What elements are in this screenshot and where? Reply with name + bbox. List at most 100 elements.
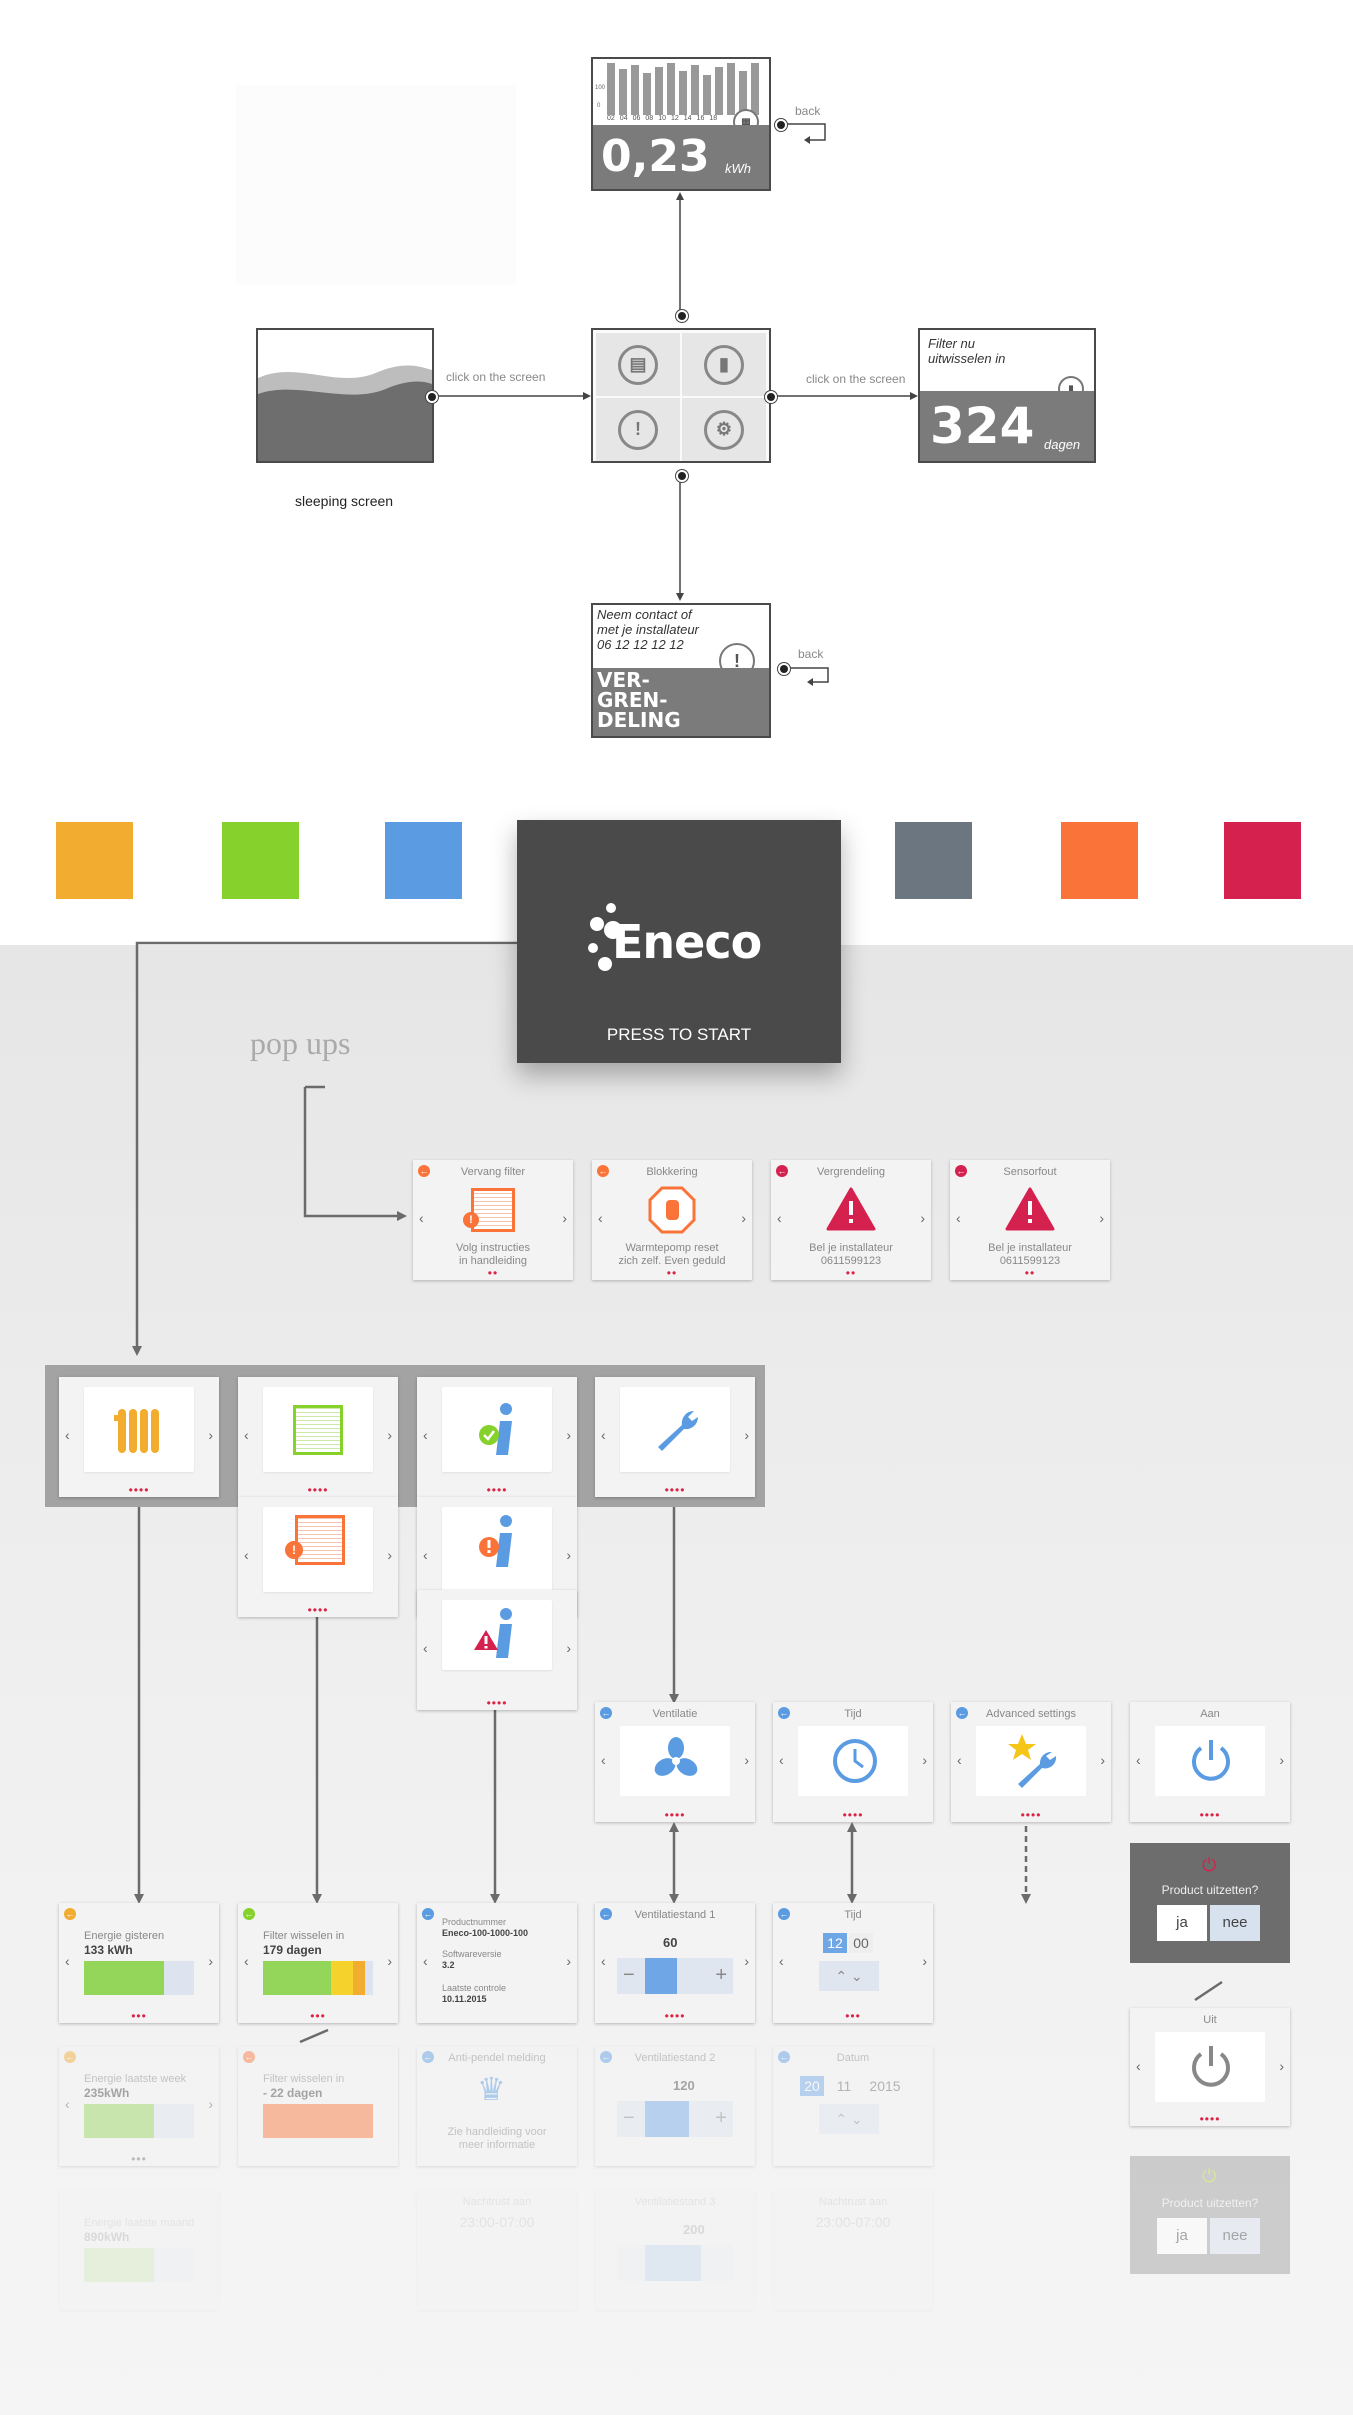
sleeping-screen[interactable]	[256, 328, 434, 463]
minus-icon[interactable]: −	[623, 1964, 635, 1986]
back-icon[interactable]: ←	[776, 1165, 788, 1177]
chevron-right-icon[interactable]: ›	[562, 1210, 567, 1226]
chevron-left-icon[interactable]: ‹	[601, 1427, 606, 1443]
vent-stepper[interactable]: − +	[617, 2101, 733, 2137]
back-icon[interactable]: ←	[778, 1707, 790, 1719]
chevron-left-icon[interactable]: ‹	[601, 1953, 606, 1969]
menu-card-filter[interactable]: ‹› ••••	[238, 1377, 398, 1497]
settings-card-ventilatie[interactable]: ← Ventilatie ‹› ••••	[595, 1702, 755, 1822]
chevron-right-icon[interactable]: ›	[566, 1640, 571, 1656]
detail-energie-week[interactable]: ← ‹› Energie laatste week 235kWh •••	[59, 2046, 219, 2166]
menu-card-settings[interactable]: ‹› ••••	[595, 1377, 755, 1497]
back-icon[interactable]: ←	[600, 1908, 612, 1920]
lock-screen[interactable]: Neem contact of met je installateur 06 1…	[591, 603, 771, 738]
back-icon[interactable]: ←	[778, 2051, 790, 2063]
vent-stepper[interactable]	[617, 2245, 733, 2281]
chevron-left-icon[interactable]: ‹	[957, 1752, 962, 1768]
chevron-left-icon[interactable]: ‹	[244, 1427, 249, 1443]
back-icon[interactable]: ←	[243, 2051, 255, 2063]
detail-tijd[interactable]: ← Tijd ‹› 12 00 ⌃ ⌄ •••	[773, 1903, 933, 2023]
popup-vervang-filter[interactable]: ← Vervang filter ‹› ! Volg instructies i…	[413, 1160, 573, 1280]
nee-button[interactable]: nee	[1210, 1905, 1260, 1941]
energy-screen[interactable]: 100 0 02 04 06 08 10 12 14 16 18 ▦ 0,23 …	[591, 57, 771, 191]
chevron-right-icon[interactable]: ›	[387, 1547, 392, 1563]
chevron-right-icon[interactable]: ›	[387, 1953, 392, 1969]
settings-card-aan[interactable]: Aan ‹› ••••	[1130, 1702, 1290, 1822]
detail-energie-gisteren[interactable]: ← ‹› Energie gisteren 133 kWh •••	[59, 1903, 219, 2023]
back-icon[interactable]: ←	[600, 1707, 612, 1719]
menu-card-info[interactable]: ‹› ••••	[417, 1377, 577, 1497]
chevron-left-icon[interactable]: ‹	[601, 1752, 606, 1768]
ja-button[interactable]: ja	[1157, 2218, 1207, 2254]
month-field[interactable]: 11	[836, 2078, 852, 2094]
chevron-right-icon[interactable]: ›	[744, 1752, 749, 1768]
chevron-right-icon[interactable]: ›	[566, 1953, 571, 1969]
settings-card-tijd[interactable]: ← Tijd ‹› ••••	[773, 1702, 933, 1822]
detail-ventilatiestand-3[interactable]: Ventilatiestand 3 200	[595, 2190, 755, 2310]
chevron-right-icon[interactable]: ›	[1099, 1210, 1104, 1226]
chevron-right-icon[interactable]: ›	[208, 1427, 213, 1443]
chevron-left-icon[interactable]: ‹	[423, 1640, 428, 1656]
menu-card-info-error[interactable]: ‹› ••••	[417, 1590, 577, 1710]
chevron-left-icon[interactable]: ‹	[423, 1953, 428, 1969]
menu-cell-alert[interactable]: !	[596, 398, 680, 461]
filter-screen[interactable]: Filter nu uitwisselen in ▮ 324 dagen	[918, 328, 1096, 463]
chevron-right-icon[interactable]: ›	[744, 1427, 749, 1443]
year-field[interactable]: 2015	[869, 2078, 901, 2094]
minus-icon[interactable]: −	[623, 2107, 635, 2129]
detail-anti-pendel[interactable]: ← Anti-pendel melding ♛ Zie handleiding …	[417, 2046, 577, 2166]
plus-icon[interactable]: +	[715, 2107, 727, 2129]
day-field[interactable]: 20	[800, 2076, 824, 2096]
minute-field[interactable]: 00	[849, 1933, 873, 1953]
chevron-left-icon[interactable]: ‹	[65, 2096, 70, 2112]
vent-stepper[interactable]: − +	[617, 1958, 733, 1994]
chevron-right-icon[interactable]: ›	[922, 1953, 927, 1969]
date-up-down[interactable]: ⌃ ⌄	[819, 2104, 879, 2134]
detail-ventilatiestand-1[interactable]: ← Ventilatiestand 1 ‹› 60 − + ••••	[595, 1903, 755, 2023]
back-icon[interactable]: ←	[64, 1908, 76, 1920]
chevron-right-icon[interactable]: ›	[922, 1752, 927, 1768]
back-icon[interactable]: ←	[956, 1707, 968, 1719]
menu-cell-chart[interactable]: ▤	[596, 333, 680, 396]
chevron-right-icon[interactable]: ›	[1100, 1752, 1105, 1768]
detail-nachtrust[interactable]: Nachtrust aan 23:00-07:00	[417, 2190, 577, 2310]
ja-button[interactable]: ja	[1157, 1905, 1207, 1941]
chevron-right-icon[interactable]: ›	[566, 1547, 571, 1563]
chevron-left-icon[interactable]: ‹	[65, 1427, 70, 1443]
nee-button[interactable]: nee	[1210, 2218, 1260, 2254]
menu-cell-filter[interactable]: ▮	[682, 333, 766, 396]
chevron-left-icon[interactable]: ‹	[777, 1210, 782, 1226]
plus-icon[interactable]: +	[715, 1964, 727, 1986]
start-screen[interactable]: Eneco PRESS TO START	[517, 820, 841, 1063]
detail-filter-overdue[interactable]: ← Filter wisselen in - 22 dagen	[238, 2046, 398, 2166]
chevron-left-icon[interactable]: ‹	[65, 1953, 70, 1969]
detail-datum[interactable]: ← Datum 20 11 2015 ⌃ ⌄	[773, 2046, 933, 2166]
chevron-left-icon[interactable]: ‹	[1136, 2058, 1141, 2074]
back-icon[interactable]: ←	[778, 1908, 790, 1920]
chevron-left-icon[interactable]: ‹	[1136, 1752, 1141, 1768]
popup-blokkering[interactable]: ← Blokkering ‹› Warmtepomp reset zich ze…	[592, 1160, 752, 1280]
popup-vergrendeling[interactable]: ← Vergrendeling ‹› Bel je installateur 0…	[771, 1160, 931, 1280]
back-icon[interactable]: ←	[243, 1908, 255, 1920]
time-up-down[interactable]: ⌃ ⌄	[819, 1961, 879, 1991]
detail-product-info[interactable]: ← ‹› Productnummer Eneco-100-1000-100 So…	[417, 1903, 577, 2023]
chevron-right-icon[interactable]: ›	[744, 1953, 749, 1969]
hour-field[interactable]: 12	[823, 1933, 847, 1953]
chevron-right-icon[interactable]: ›	[920, 1210, 925, 1226]
chevron-right-icon[interactable]: ›	[208, 1953, 213, 1969]
back-icon[interactable]: ←	[597, 1165, 609, 1177]
chevron-right-icon[interactable]: ›	[741, 1210, 746, 1226]
back-icon[interactable]: ←	[422, 1908, 434, 1920]
detail-filter-wisselen[interactable]: ← ‹› Filter wisselen in 179 dagen •••	[238, 1903, 398, 2023]
chevron-left-icon[interactable]: ‹	[779, 1953, 784, 1969]
back-icon[interactable]: ←	[422, 2051, 434, 2063]
menu-card-energy[interactable]: ‹› ••••	[59, 1377, 219, 1497]
settings-card-uit[interactable]: Uit ‹› ••••	[1130, 2008, 1290, 2126]
detail-ventilatiestand-2[interactable]: ← Ventilatiestand 2 120 − +	[595, 2046, 755, 2166]
chevron-right-icon[interactable]: ›	[1279, 1752, 1284, 1768]
chevron-left-icon[interactable]: ‹	[956, 1210, 961, 1226]
back-icon[interactable]: ←	[955, 1165, 967, 1177]
chevron-right-icon[interactable]: ›	[1279, 2058, 1284, 2074]
back-icon[interactable]: ←	[600, 2051, 612, 2063]
settings-card-advanced[interactable]: ← Advanced settings ‹› ••••	[951, 1702, 1111, 1822]
